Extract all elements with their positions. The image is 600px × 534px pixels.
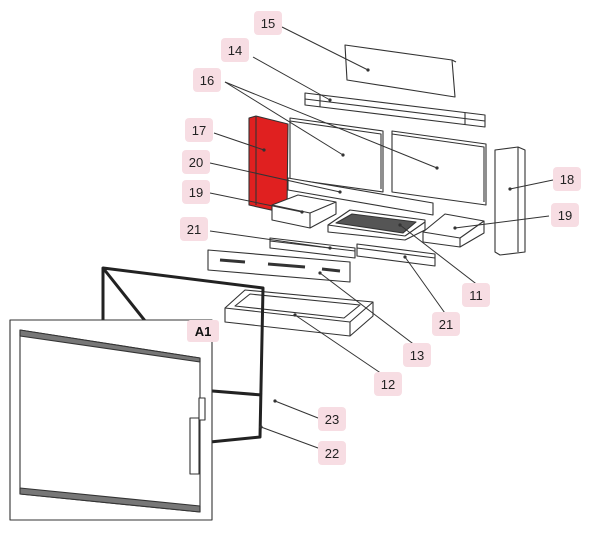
leader-lines — [209, 26, 554, 449]
callout-15: 15 — [254, 11, 282, 35]
callout-13: 13 — [403, 343, 431, 367]
callout-21-left: 21 — [180, 217, 208, 241]
part-14-rail — [304, 92, 486, 128]
part-11-grate — [327, 209, 426, 241]
callout-14: 14 — [221, 38, 249, 62]
callout-18: 18 — [553, 167, 581, 191]
part-15-top-baffle — [344, 44, 457, 98]
part-19-floor-block-right — [422, 213, 485, 248]
part-13-fire-bar — [207, 249, 351, 283]
callout-17: 17 — [185, 118, 213, 142]
callout-23: 23 — [318, 407, 346, 431]
callout-16: 16 — [193, 68, 221, 92]
callout-21-right: 21 — [432, 312, 460, 336]
inset-a1-box — [9, 319, 213, 521]
callout-19-left: 19 — [182, 180, 210, 204]
inset-label-a1: A1 — [187, 320, 219, 342]
callout-11: 11 — [462, 283, 490, 307]
callout-19-right: 19 — [551, 203, 579, 227]
callout-12: 12 — [374, 372, 402, 396]
part-17-side-brick — [248, 115, 289, 213]
part-16-rear-panel-right — [391, 130, 487, 206]
part-20-floor-strip — [287, 177, 434, 216]
part-18-side-brick — [494, 146, 526, 256]
leader-dots — [259, 68, 512, 429]
part-19-floor-block-left — [271, 194, 337, 229]
callout-20: 20 — [182, 150, 210, 174]
part-21-front-brick-right — [356, 243, 436, 267]
callout-22: 22 — [318, 441, 346, 465]
